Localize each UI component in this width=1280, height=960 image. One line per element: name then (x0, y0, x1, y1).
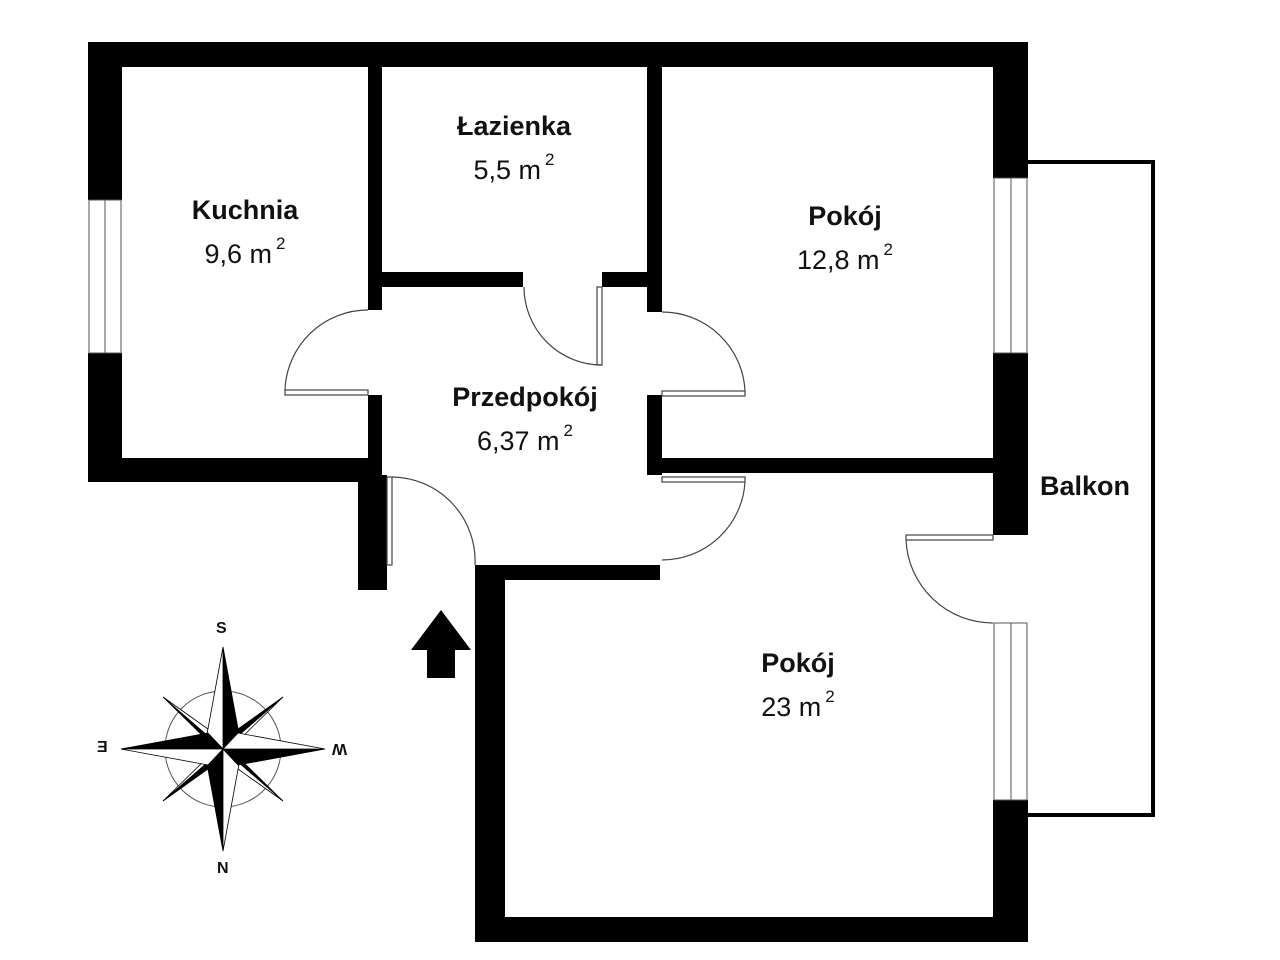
compass-south-label: S (216, 620, 227, 637)
room-name: Łazienka (456, 111, 572, 141)
door-entrance (386, 476, 476, 566)
compass-north-label: N (217, 860, 229, 877)
room-label-balkon: Balkon (1040, 469, 1130, 503)
compass-west-label: W (332, 740, 348, 757)
door-room-small (661, 311, 746, 397)
windows (88, 177, 1028, 801)
door-balcony (905, 534, 994, 624)
compass-east-label: E (97, 739, 108, 756)
door-room-large (661, 476, 746, 561)
room-name: Pokój (761, 648, 835, 678)
door-kitchen (284, 309, 369, 396)
walls (88, 42, 1028, 942)
room-name: Pokój (808, 201, 882, 231)
doors (284, 286, 994, 624)
door-bathroom (523, 286, 603, 366)
compass-rose-icon (120, 646, 326, 852)
room-name: Balkon (1039, 471, 1131, 501)
balcony-outline (1028, 160, 1155, 817)
arrow-up-icon (411, 610, 471, 678)
room-name: Kuchnia (191, 195, 299, 225)
room-name: Przedpokój (452, 382, 598, 412)
